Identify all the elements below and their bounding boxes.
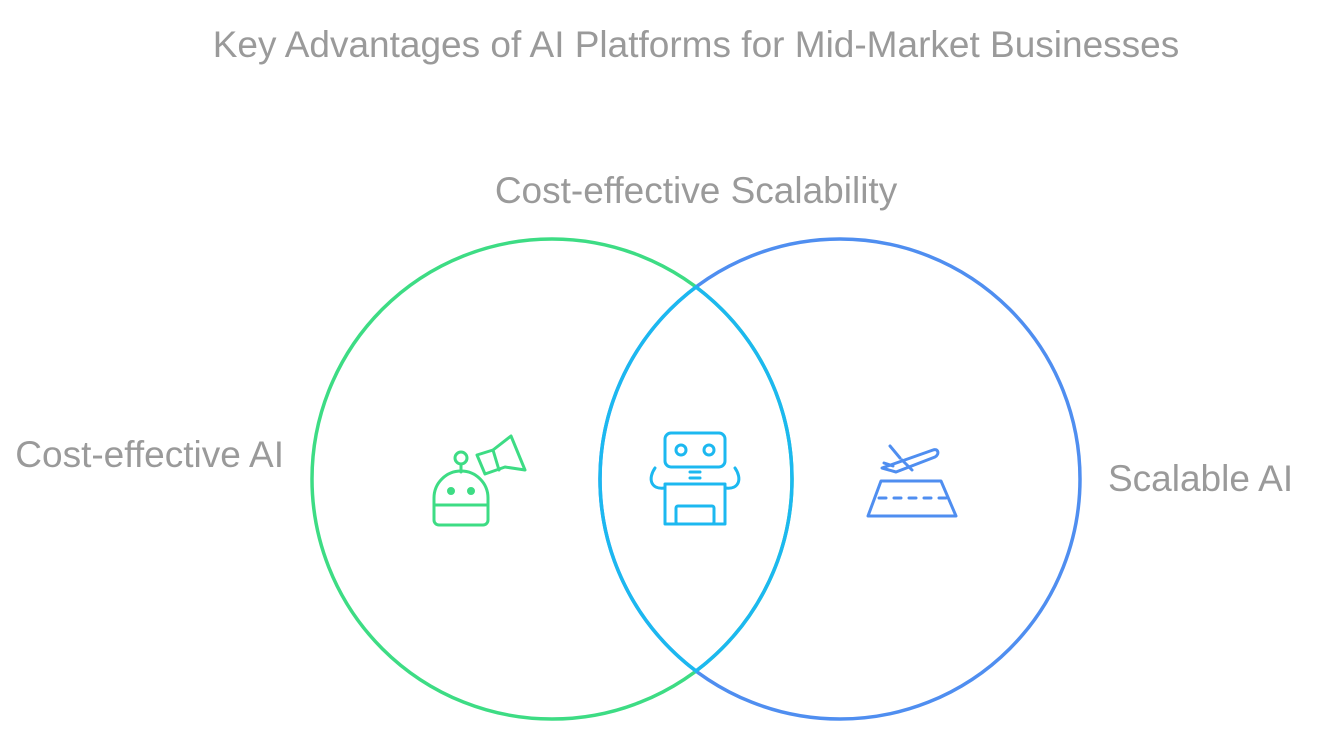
right-set-label: Scalable AI: [1108, 458, 1294, 499]
airplane-runway-icon: [866, 444, 958, 518]
left-set-label: Cost-effective AI: [15, 434, 284, 475]
diagram-title: Key Advantages of AI Platforms for Mid-M…: [212, 24, 1180, 65]
intersection-lens: [598, 284, 794, 674]
robot-megaphone-icon: [432, 434, 527, 527]
right-circle: [598, 237, 1082, 721]
intersection-label: Cost-effective Scalability: [494, 170, 898, 211]
robot-icon: [649, 431, 741, 526]
left-circle: [310, 237, 794, 721]
